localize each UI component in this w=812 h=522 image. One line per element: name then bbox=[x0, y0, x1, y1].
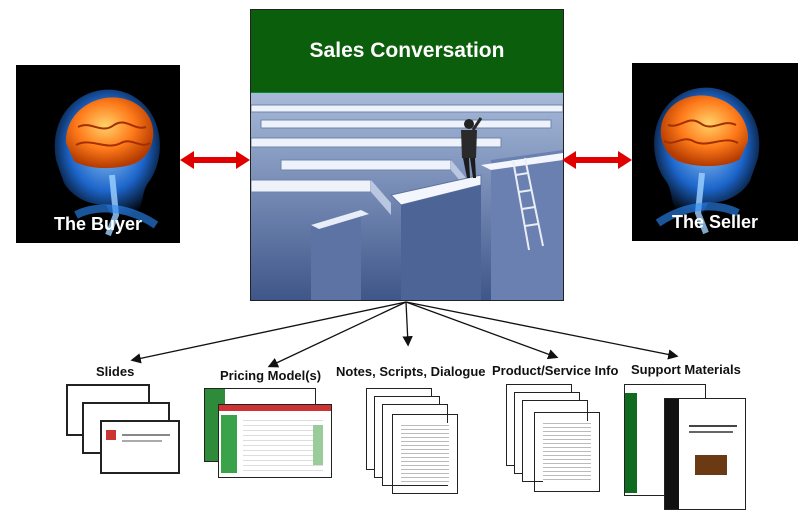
buyer-panel: The Buyer bbox=[16, 65, 180, 243]
seller-arrow bbox=[562, 151, 632, 169]
buyer-label: The Buyer bbox=[53, 214, 143, 234]
label-product: Product/Service Info bbox=[492, 363, 619, 378]
buyer-brain-icon bbox=[54, 89, 160, 237]
support-brochure bbox=[664, 398, 746, 510]
center-title: Sales Conversation bbox=[251, 10, 563, 93]
seller-label: The Seller bbox=[671, 212, 759, 232]
seller-brain-icon bbox=[654, 87, 760, 235]
pricing-sheet bbox=[218, 404, 332, 478]
arrow-to-slides bbox=[130, 301, 407, 364]
notes-page bbox=[392, 414, 458, 494]
arrow-to-support bbox=[405, 301, 679, 360]
product-page bbox=[534, 412, 600, 492]
label-notes: Notes, Scripts, Dialogue bbox=[336, 364, 486, 379]
label-pricing: Pricing Model(s) bbox=[220, 368, 322, 383]
support-documents bbox=[624, 384, 748, 510]
arrow-to-product bbox=[405, 301, 559, 360]
man-icon bbox=[461, 117, 483, 178]
buyer-arrow bbox=[180, 151, 250, 169]
label-support: Support Materials bbox=[631, 362, 741, 377]
arrow-to-notes bbox=[402, 301, 413, 347]
seller-panel: The Seller bbox=[632, 63, 798, 241]
sales-conversation-panel: Sales Conversation bbox=[250, 9, 564, 301]
pricing-thumbnails bbox=[204, 388, 334, 480]
slides-thumbnails bbox=[66, 384, 180, 488]
arrow-to-pricing bbox=[267, 301, 407, 368]
ladder-icon bbox=[512, 157, 544, 251]
slide-thumb bbox=[100, 420, 180, 474]
label-slides: Slides bbox=[96, 364, 135, 379]
notes-documents bbox=[366, 388, 466, 494]
product-documents bbox=[506, 384, 606, 492]
